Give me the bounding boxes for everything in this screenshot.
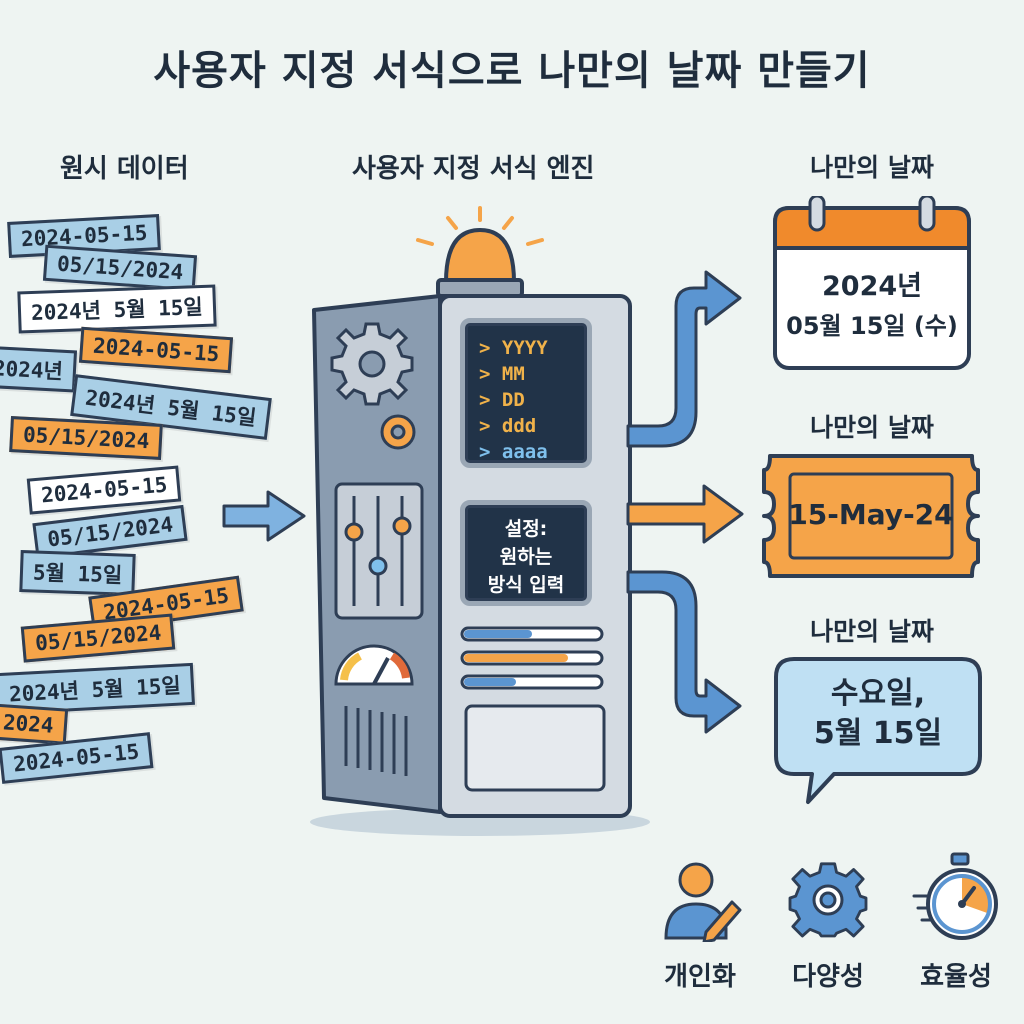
raw-tag: 2024년 5월 15일	[17, 284, 217, 334]
calendar-card: 2024년 05월 15일 (수)	[772, 196, 972, 372]
raw-tag: 2024	[0, 703, 68, 745]
format-code-line: > YYYY	[479, 337, 548, 359]
arrow-to-bubble	[626, 570, 742, 734]
benefit-variety: 다양성	[768, 850, 888, 1000]
benefit-personalization: 개인화	[640, 850, 760, 1000]
raw-tag: 2024-05-15	[78, 326, 234, 374]
settings-screen[interactable]: 설정: 원하는 방식 입력	[460, 500, 592, 606]
raw-tag: 05/15/2024	[9, 416, 164, 460]
arrow-to-calendar	[626, 270, 742, 448]
format-code-line: > MM	[479, 363, 525, 385]
format-code-screen: > YYYY > MM > DD > ddd > aaaa	[460, 318, 592, 468]
speech-bubble: 수요일, 5월 15일	[772, 656, 984, 806]
format-code-line: > ddd	[479, 415, 537, 437]
bubble-date: 5월 15일	[813, 716, 943, 751]
calendar-year: 2024년	[822, 271, 922, 302]
benefit-label: 다양성	[792, 962, 864, 992]
stopwatch-icon	[912, 852, 998, 940]
page-title: 사용자 지정 서식으로 나만의 날짜 만들기	[153, 48, 871, 94]
raw-tag: 05/15/2024	[20, 613, 176, 663]
bubble-weekday: 수요일,	[830, 676, 926, 711]
ticket-card: 15-May-24	[760, 452, 982, 580]
settings-label: 설정:	[504, 518, 548, 540]
format-code-line: > DD	[479, 389, 525, 411]
gear-icon	[788, 862, 868, 938]
output-arrows	[626, 270, 744, 734]
raw-data-heading: 원시 데이터	[60, 154, 189, 184]
calendar-date: 05월 15일 (수)	[786, 312, 958, 340]
raw-tag: 05/15/2024	[42, 244, 198, 292]
benefit-efficiency: 효율성	[896, 850, 1016, 1000]
settings-text: 방식 입력	[487, 574, 565, 596]
format-engine: > YYYY > MM > DD > ddd > aaaa 설정: 원하는 방식…	[300, 200, 660, 840]
output-label: 나만의 날짜	[810, 617, 934, 646]
arrow-to-ticket	[626, 484, 744, 544]
benefit-label: 개인화	[664, 962, 736, 992]
input-arrow	[222, 490, 306, 542]
ticket-date: 15-May-24	[788, 498, 954, 531]
output-label: 나만의 날짜	[810, 413, 934, 442]
format-code-line: > aaaa	[479, 441, 548, 463]
benefit-label: 효율성	[920, 962, 992, 992]
raw-tag: 2024년	[0, 345, 77, 393]
engine-heading: 사용자 지정 서식 엔진	[352, 154, 595, 184]
person-edit-icon	[664, 862, 742, 942]
output-label: 나만의 날짜	[810, 153, 934, 182]
raw-tag: 5월 15일	[19, 550, 136, 596]
settings-text: 원하는	[499, 546, 553, 568]
benefits-row: 개인화 다양성 효율성	[640, 850, 1020, 1000]
